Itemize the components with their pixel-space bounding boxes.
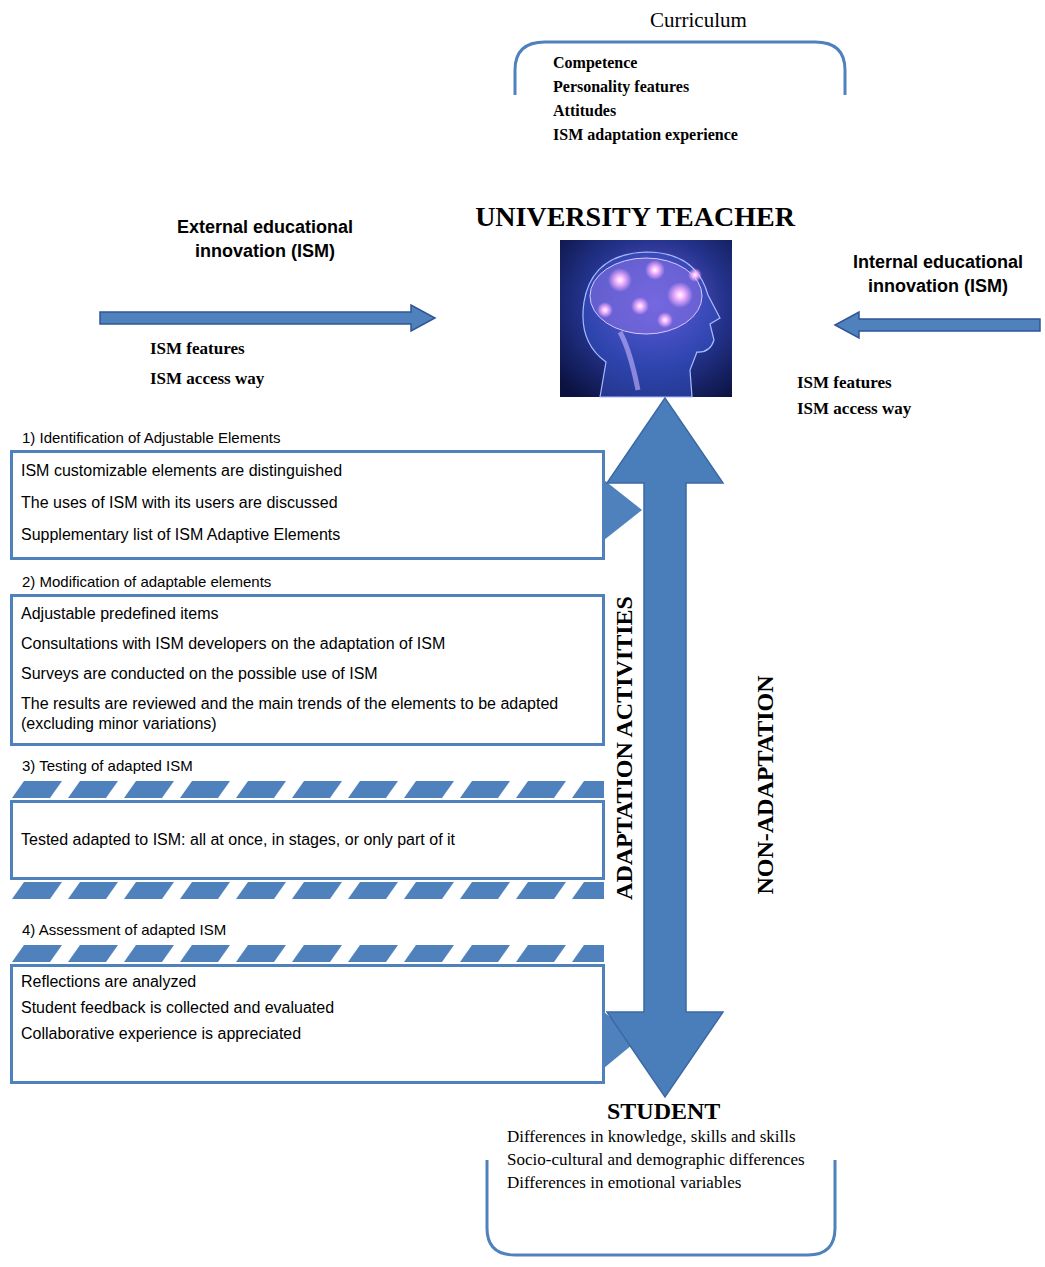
brain-shape <box>590 258 702 334</box>
list-item: Personality features <box>553 75 845 99</box>
serrated-band-fill <box>12 945 604 962</box>
step-frame: ISM customizable elements are distinguis… <box>10 450 605 560</box>
block-arrow <box>100 305 435 331</box>
list-item: Differences in emotional variables <box>507 1171 845 1194</box>
side-label: NON-ADAPTATION <box>751 672 779 897</box>
node-heading: 2) Modification of adaptable elements <box>10 572 605 592</box>
list-item: Surveys are conducted on the possible us… <box>13 659 602 689</box>
node-heading: UNIVERSITY TEACHER <box>435 200 835 234</box>
glow-dot <box>631 297 649 315</box>
pointer-triangle <box>604 480 642 540</box>
step-box: 3) Testing of adapted ISM Tested adapted … <box>10 756 605 880</box>
feature-label: ISM features <box>797 372 892 394</box>
serrated-band <box>12 882 604 899</box>
glow-dot <box>667 282 693 308</box>
innovation-source: External educational innovation (ISM) <box>100 215 430 325</box>
list-item: The results are reviewed and the main tr… <box>13 689 602 739</box>
notch-triangle <box>10 614 17 634</box>
list-item: The uses of ISM with its users are discu… <box>13 487 602 519</box>
brain-background <box>560 240 732 397</box>
serrated-band-fill <box>12 882 604 899</box>
teacher-node: UNIVERSITY TEACHER <box>435 200 835 398</box>
head-profile <box>583 252 720 397</box>
glow-dot <box>608 268 632 292</box>
list-item: Reflections are analyzed <box>13 969 602 995</box>
step-box: 4) Assessment of adapted ISM Reflections … <box>10 920 605 1084</box>
double-block-arrow <box>607 398 723 1097</box>
list-item: Student feedback is collected and evalua… <box>13 995 602 1021</box>
feature-label: ISM features <box>150 338 245 360</box>
list-item: Collaborative experience is appreciated <box>13 1021 602 1047</box>
node-heading: External educational innovation (ISM) <box>150 215 380 263</box>
feature-label: ISM access way <box>150 368 264 390</box>
block-arrow <box>835 312 1040 338</box>
node-heading: Internal educational innovation (ISM) <box>836 250 1040 298</box>
step-frame: Reflections are analyzedStudent feedback… <box>10 964 605 1084</box>
serrated-band <box>12 781 604 798</box>
list-item: Socio-cultural and demographic differenc… <box>507 1148 845 1171</box>
student-bracket: STUDENTDifferences in knowledge, skills … <box>495 1097 845 1194</box>
brain-illustration <box>560 240 732 397</box>
node-heading: 1) Identification of Adjustable Elements <box>10 428 605 448</box>
step-frame: Tested adapted to ISM: all at once, in s… <box>10 800 605 880</box>
serrated-band-fill <box>12 781 604 798</box>
curriculum-bracket: CurriculumCompetencePersonality features… <box>515 6 845 148</box>
list-item: Adjustable predefined items <box>13 599 602 629</box>
item-list: CompetencePersonality featuresAttitudesI… <box>515 34 845 147</box>
glow-dot <box>597 302 613 318</box>
step-box: 2) Modification of adaptable elementsAdj… <box>10 572 605 746</box>
edge-label: ADAPTATION ACTIVITIES <box>610 593 638 903</box>
list-item: Consultations with ISM developers on the… <box>13 629 602 659</box>
node-heading: 3) Testing of adapted ISM <box>10 756 605 776</box>
node-heading: STUDENT <box>495 1097 845 1125</box>
item-list: Differences in knowledge, skills and ski… <box>495 1125 845 1194</box>
brain-stem <box>620 332 638 390</box>
list-item: Supplementary list of ISM Adaptive Eleme… <box>13 519 602 551</box>
notch-triangle <box>10 726 17 746</box>
list-item: Tested adapted to ISM: all at once, in s… <box>13 824 602 856</box>
node-heading: 4) Assessment of adapted ISM <box>10 920 605 940</box>
glow-dot <box>688 268 702 282</box>
step-frame: Adjustable predefined itemsConsultations… <box>10 594 605 746</box>
list-item: ISM adaptation experience <box>553 123 845 147</box>
step-box: 1) Identification of Adjustable Elements… <box>10 428 605 560</box>
serrated-band <box>12 945 604 962</box>
list-item: Attitudes <box>553 99 845 123</box>
curriculum-bracket <box>515 42 845 95</box>
glow-dot <box>657 312 673 328</box>
innovation-source: Internal educational innovation (ISM) <box>836 250 1040 335</box>
feature-label: ISM access way <box>797 398 911 420</box>
list-item: Differences in knowledge, skills and ski… <box>507 1125 845 1148</box>
node-heading: Curriculum <box>515 6 845 34</box>
student-bracket <box>487 1160 835 1255</box>
glow-dot <box>645 260 665 280</box>
list-item: Competence <box>553 51 845 75</box>
list-item: ISM customizable elements are distinguis… <box>13 455 602 487</box>
